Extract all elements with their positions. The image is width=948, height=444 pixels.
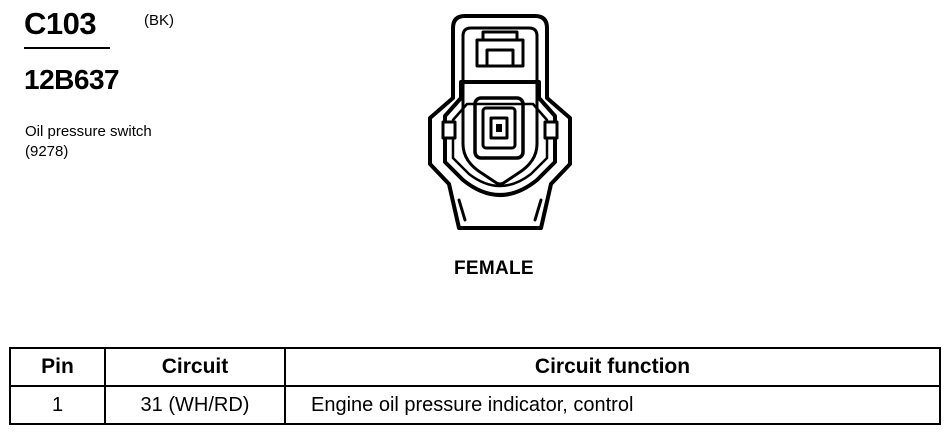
cell-circuit: 31 (WH/RD) xyxy=(104,385,286,425)
guide-rail xyxy=(457,198,543,222)
left-lug xyxy=(441,120,457,140)
connector-color-code: (BK) xyxy=(144,12,174,29)
part-number: 12B637 xyxy=(24,64,120,95)
header-circuit-function: Circuit function xyxy=(284,347,941,387)
header-pin: Pin xyxy=(9,347,106,387)
connector-id: C103 xyxy=(24,6,97,41)
latch-outline xyxy=(475,38,525,68)
table-header-row: Pin Circuit Circuit function xyxy=(9,347,941,387)
cell-circuit-function: Engine oil pressure indicator, control xyxy=(284,385,941,425)
terminal-cavity-inner xyxy=(481,106,517,150)
view-label: FEMALE xyxy=(454,258,534,279)
latch-inner xyxy=(481,30,519,68)
description-name: Oil pressure switch xyxy=(25,123,152,140)
cell-pin: 1 xyxy=(9,385,106,425)
housing-outline xyxy=(428,14,572,230)
header-circuit: Circuit xyxy=(104,347,286,387)
connector-face-icon xyxy=(428,14,572,230)
table-row: 1 31 (WH/RD) Engine oil pressure indicat… xyxy=(9,385,941,425)
pin-1-terminal xyxy=(489,116,509,140)
terminal-cavity-outer xyxy=(473,96,525,160)
body-inner xyxy=(451,102,549,188)
connector-body xyxy=(443,80,557,197)
description-code: (9278) xyxy=(25,143,69,160)
pin-table: Pin Circuit Circuit function 1 31 (WH/RD… xyxy=(9,347,941,425)
connector-id-underline xyxy=(24,47,110,49)
connector-description: Oil pressure switch (9278) xyxy=(25,122,152,162)
locking-arm xyxy=(461,26,539,186)
pin-1-slot xyxy=(496,124,502,132)
right-lug xyxy=(543,120,559,140)
